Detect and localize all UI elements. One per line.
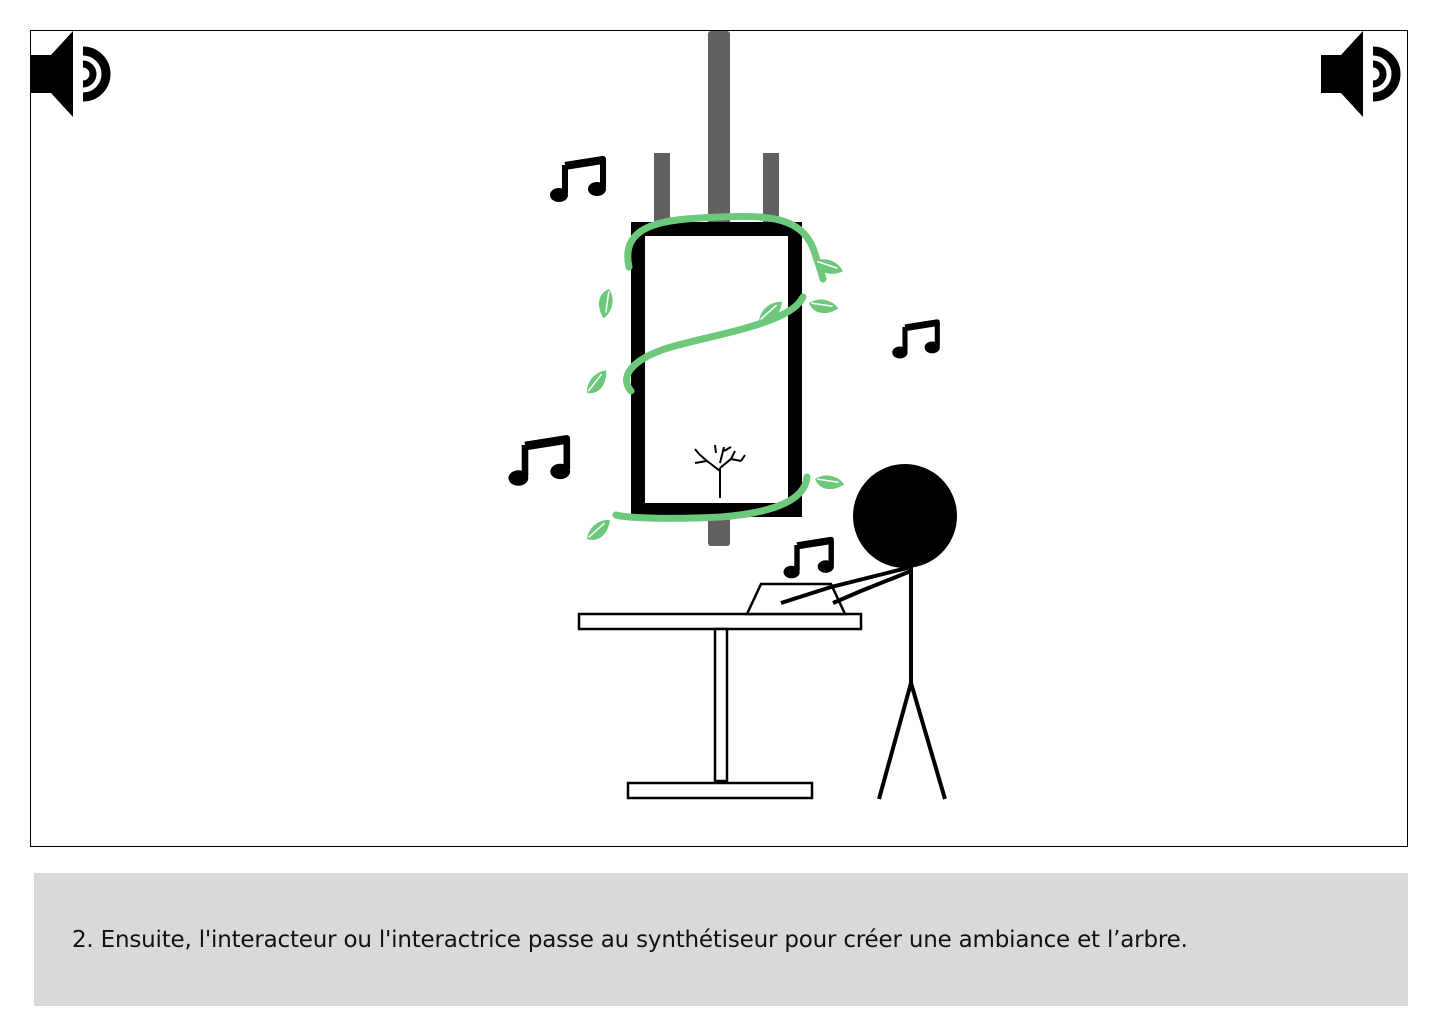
right-speaker-icon[interactable] (1321, 31, 1407, 117)
caption-box: 2. Ensuite, l'interacteur ou l'interactr… (34, 873, 1408, 1006)
tree-drawing (694, 444, 746, 498)
right-hanger (763, 153, 779, 233)
speaker-icon (1321, 31, 1401, 117)
music-note-icon (784, 537, 834, 578)
caption-text: 2. Ensuite, l'interacteur ou l'interactr… (72, 926, 1188, 953)
hanging-frame (631, 222, 802, 517)
illustration-panel (30, 30, 1408, 847)
table (577, 612, 863, 800)
music-note-icon (550, 156, 606, 202)
music-note-icon (509, 435, 571, 486)
stick-figure (780, 464, 957, 800)
left-speaker-icon[interactable] (31, 31, 117, 117)
speaker-icon (31, 31, 111, 117)
music-note-icon (892, 319, 940, 358)
vine (580, 212, 846, 544)
installation-illustration (31, 31, 957, 800)
left-hanger (654, 153, 670, 233)
